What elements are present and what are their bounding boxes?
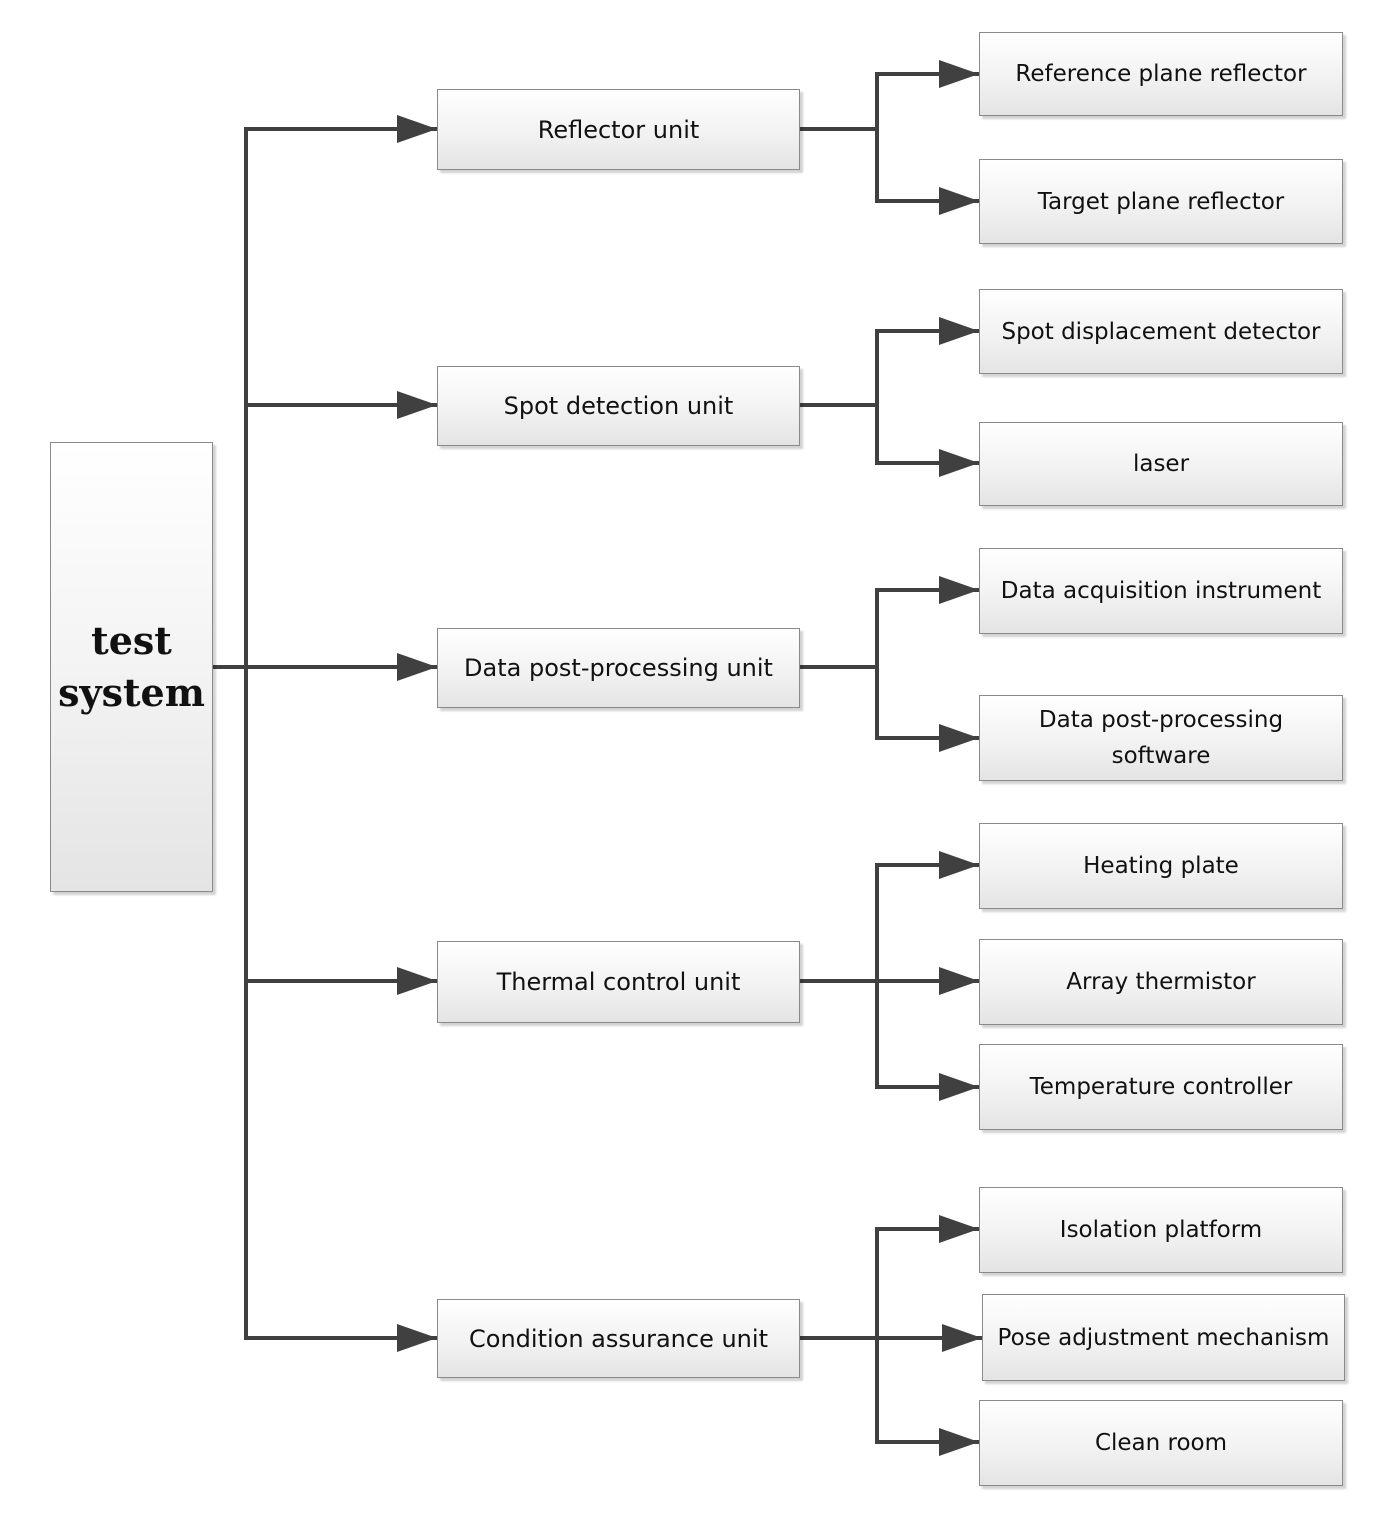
unit-node-label: Condition assurance unit (469, 1324, 768, 1353)
leaf-node-data-post-processing-software: Data post-processing software (979, 695, 1343, 781)
root-node-test-system: test system (50, 442, 213, 892)
leaf-node-label: Reference plane reflector (1015, 61, 1307, 87)
leaf-node-reference-plane-reflector: Reference plane reflector (979, 32, 1343, 116)
unit-node-thermal-control: Thermal control unit (437, 941, 800, 1023)
leaf-node-label: Pose adjustment mechanism (997, 1324, 1330, 1351)
unit-node-condition-assurance: Condition assurance unit (437, 1299, 800, 1378)
leaf-node-label: Spot displacement detector (1001, 318, 1321, 345)
unit-node-spot-detection: Spot detection unit (437, 366, 800, 446)
leaf-node-array-thermistor: Array thermistor (979, 939, 1343, 1025)
leaf-node-data-acquisition-instrument: Data acquisition instrument (979, 548, 1343, 634)
unit-node-label: Data post-processing unit (464, 654, 773, 682)
leaf-node-pose-adjustment-mechanism: Pose adjustment mechanism (982, 1294, 1345, 1381)
leaf-node-clean-room: Clean room (979, 1400, 1343, 1486)
unit-node-label: Thermal control unit (496, 968, 741, 996)
leaf-node-label: Array thermistor (1066, 969, 1256, 995)
leaf-node-spot-displacement-detector: Spot displacement detector (979, 289, 1343, 374)
leaf-node-label: Heating plate (1083, 853, 1239, 879)
unit-node-data-post-processing: Data post-processing unit (437, 628, 800, 708)
leaf-node-label: Temperature controller (1029, 1074, 1293, 1100)
root-node-label: test system (58, 618, 205, 715)
leaf-node-laser: laser (979, 422, 1343, 506)
leaf-node-label: Data post-processing software (1038, 707, 1284, 769)
unit-node-label: Spot detection unit (503, 392, 734, 420)
unit-node-label: Reflector unit (537, 115, 700, 144)
unit-node-reflector: Reflector unit (437, 89, 800, 170)
leaf-node-isolation-platform: Isolation platform (979, 1187, 1343, 1273)
leaf-node-label: Isolation platform (1059, 1217, 1263, 1243)
leaf-node-label: laser (1132, 451, 1190, 477)
leaf-node-heating-plate: Heating plate (979, 823, 1343, 909)
leaf-node-label: Target plane reflector (1037, 188, 1285, 215)
leaf-node-target-plane-reflector: Target plane reflector (979, 159, 1343, 244)
leaf-node-temperature-controller: Temperature controller (979, 1044, 1343, 1130)
leaf-node-label: Clean room (1094, 1430, 1228, 1456)
leaf-node-label: Data acquisition instrument (1000, 578, 1322, 604)
